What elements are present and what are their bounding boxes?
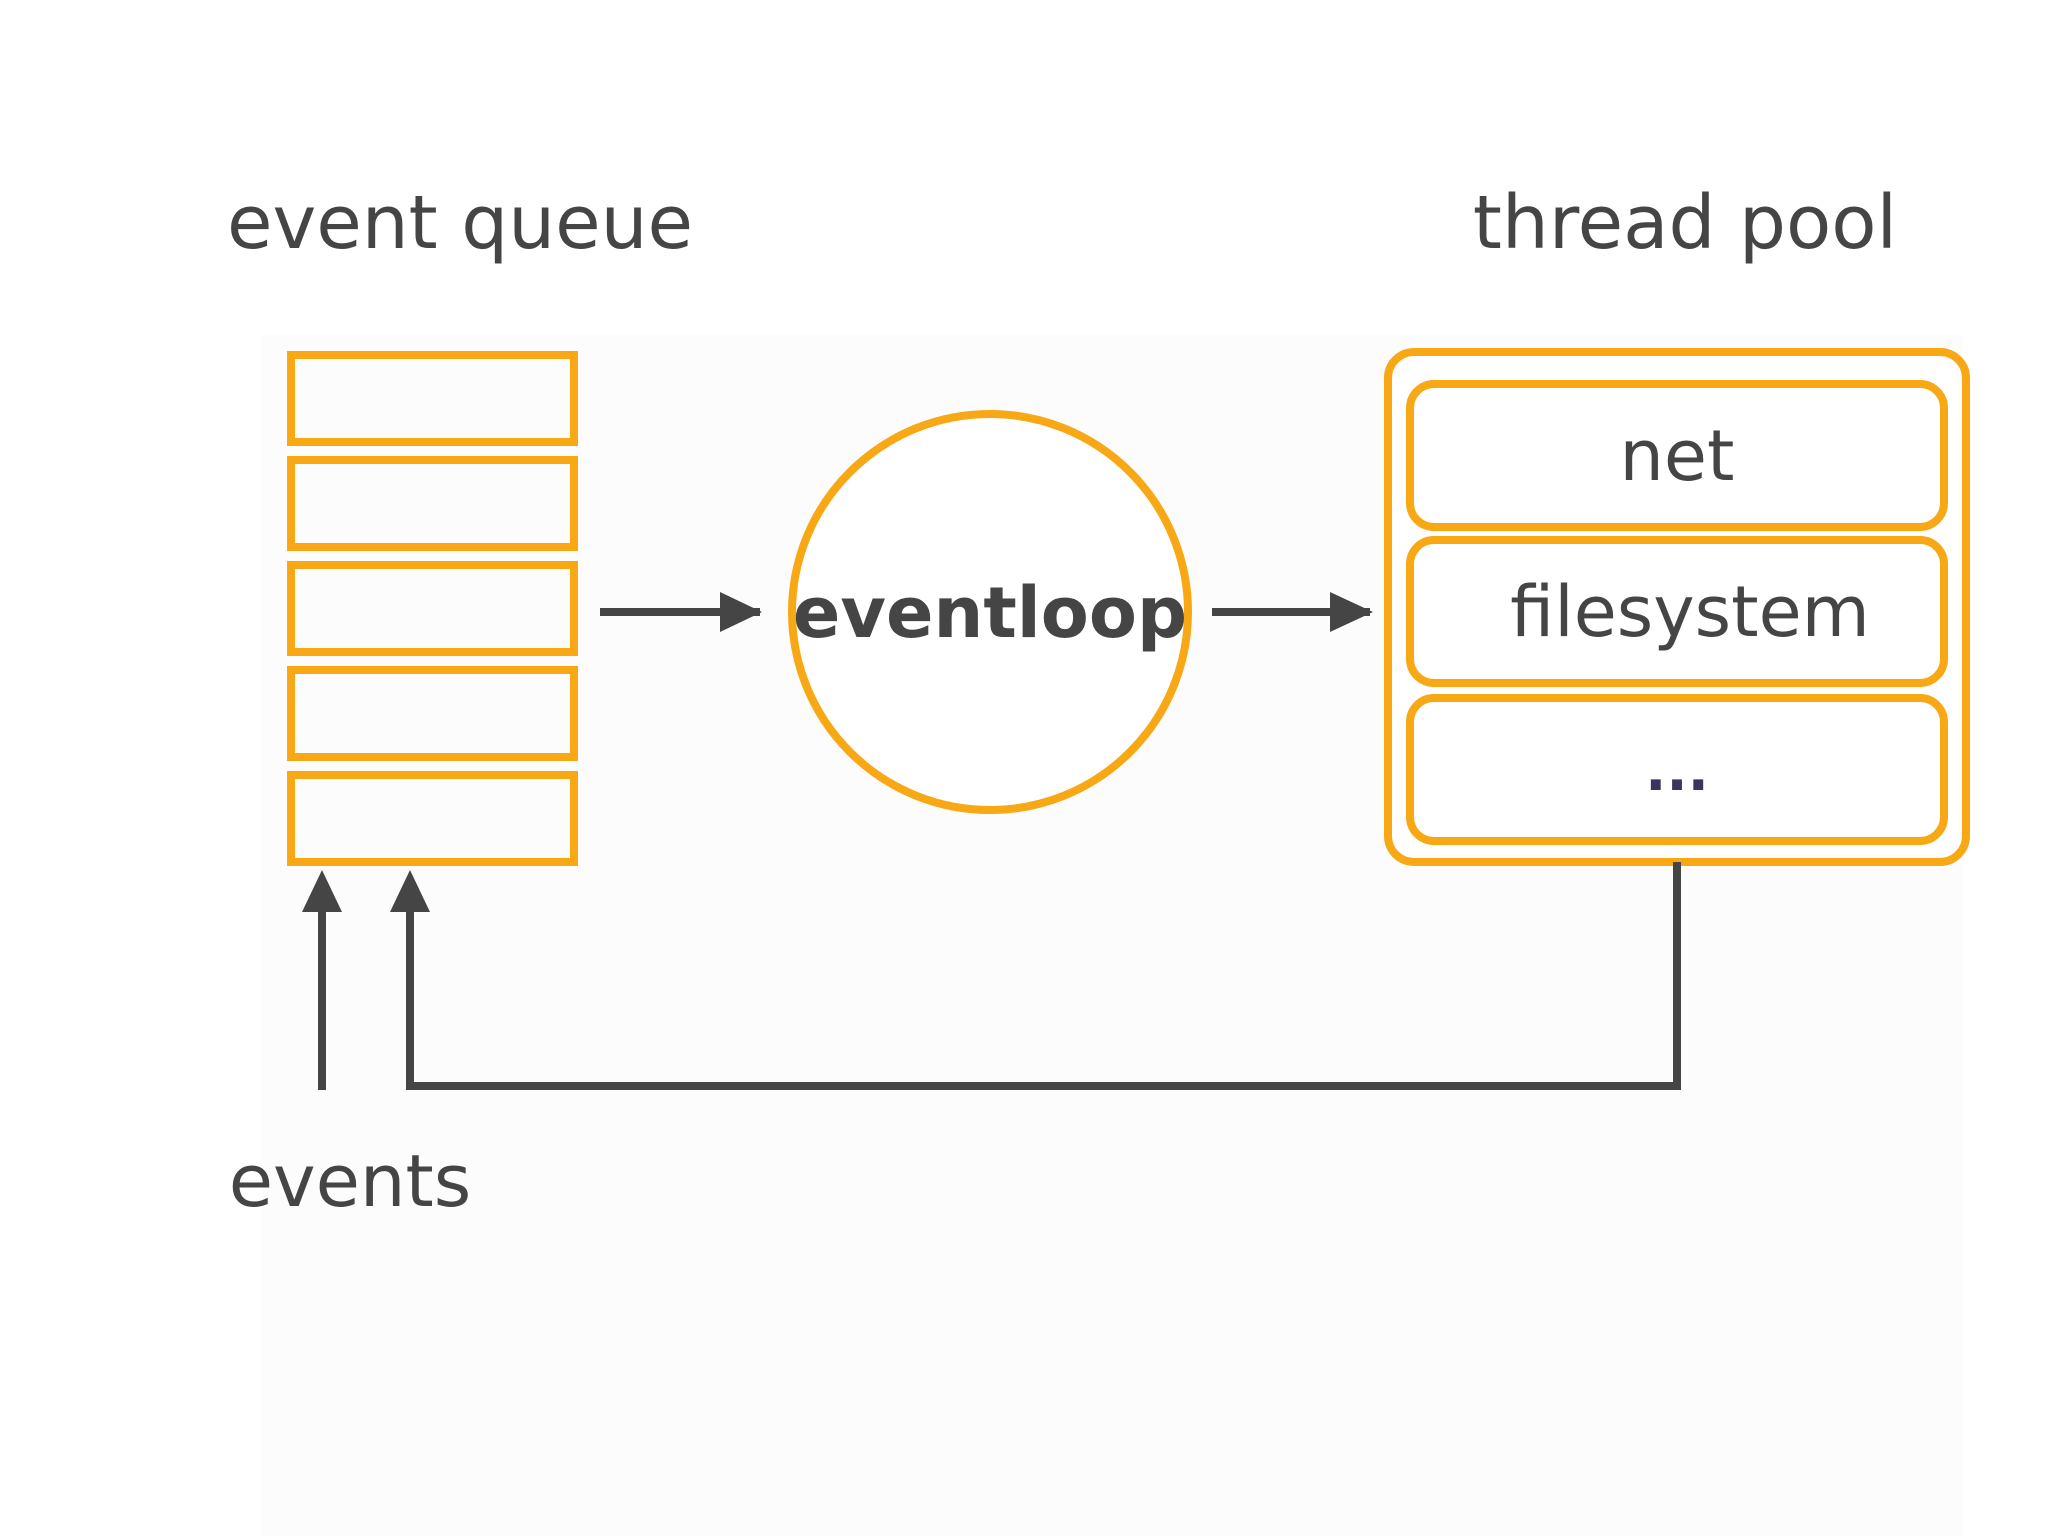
queue-slot [287, 561, 578, 656]
thread-pool-item-filesystem [1406, 536, 1948, 687]
arrowhead-queue-to-eventloop [720, 592, 762, 632]
queue-slot [287, 771, 578, 866]
events-label: events [229, 1139, 472, 1223]
thread-pool-title: thread pool [1473, 180, 1897, 266]
arrowhead-events-to-queue [302, 870, 342, 912]
thread-pool-item-filesystem-label: filesystem [1510, 571, 1870, 653]
thread-pool-item-more [1406, 694, 1948, 845]
thread-pool-item-more-label: ... [1645, 739, 1709, 804]
queue-slot [287, 351, 578, 446]
thread-pool-item-net-label: net [1620, 415, 1735, 497]
eventloop-circle [788, 410, 1192, 814]
eventloop-label: eventloop [793, 572, 1187, 654]
arrowhead-eventloop-to-thread-pool [1330, 592, 1373, 632]
queue-slot [287, 666, 578, 761]
queue-slot [287, 456, 578, 551]
thread-pool-item-net [1406, 380, 1948, 531]
thread-pool: net filesystem ... [1384, 348, 1970, 866]
event-queue-title: event queue [227, 180, 693, 266]
event-queue [287, 351, 578, 866]
arrowhead-callback-to-queue [390, 870, 430, 912]
callback-return-line [406, 862, 1681, 1090]
